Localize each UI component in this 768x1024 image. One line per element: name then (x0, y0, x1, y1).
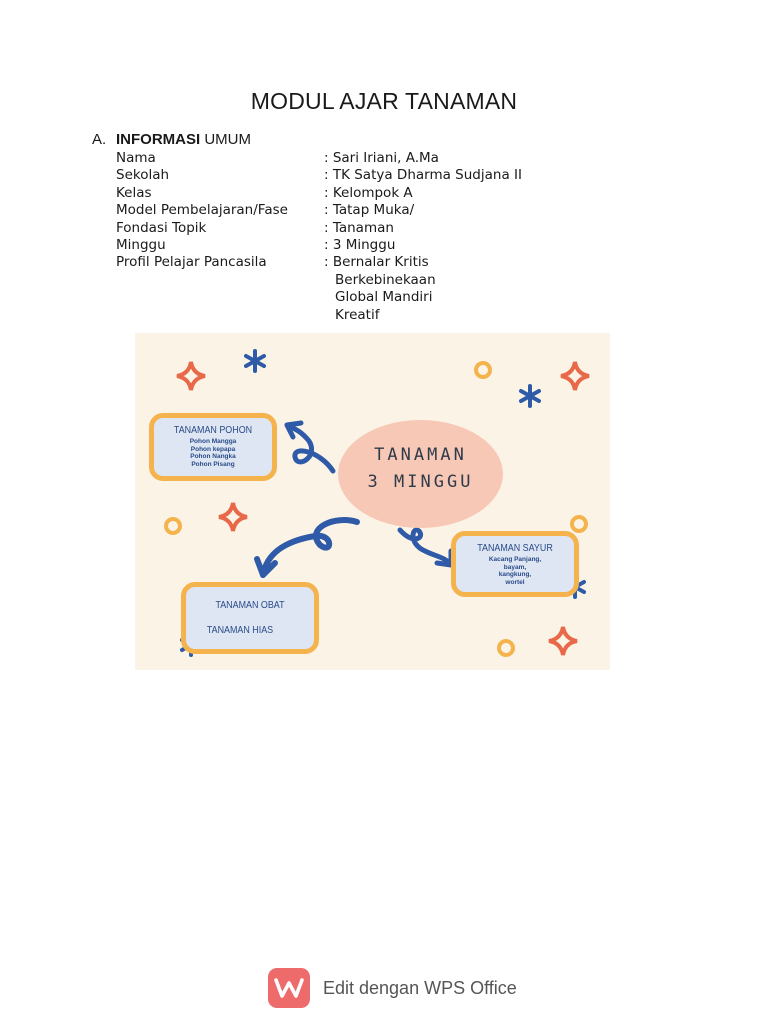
box-item: Pohon kepapa (190, 445, 236, 453)
sparkle-icon (218, 502, 248, 532)
profil-continued: Kreatif (335, 306, 380, 323)
central-topic-bubble: TANAMAN 3 MINGGU (338, 420, 503, 528)
box-tanaman-sayur: TANAMAN SAYUR Kacang Panjang, bayam, kan… (451, 531, 579, 597)
box-item: Pohon Pisang (191, 460, 235, 468)
info-label: Sekolah (116, 167, 170, 184)
section-heading: A. INFORMASI UMUM (92, 131, 251, 148)
info-label: Nama (116, 150, 156, 166)
wps-logo-icon (268, 968, 310, 1008)
sparkle-icon (548, 626, 578, 656)
info-value: : Tanaman (324, 219, 394, 236)
wps-edit-banner[interactable]: Edit dengan WPS Office (268, 968, 517, 1008)
profil-continued: Global Mandiri (335, 289, 433, 306)
arrow-to-pohon-icon (284, 420, 336, 474)
ring-icon (474, 361, 492, 379)
info-value: : Sari Iriani, A.Ma (324, 150, 439, 166)
info-label: Kelas (116, 184, 152, 201)
box-item: kangkung, (498, 571, 532, 578)
info-value: : Bernalar Kritis (324, 254, 429, 271)
box-title: TANAMAN SAYUR (477, 542, 553, 554)
asterisk-icon (244, 349, 266, 373)
box-tanaman-obat-hias: TANAMAN OBAT TANAMAN HIAS (181, 582, 319, 654)
central-topic-line: TANAMAN (374, 445, 467, 465)
box-title: TANAMAN POHON (173, 424, 253, 436)
profil-continued: Berkebinekaan (335, 271, 436, 288)
info-label: Minggu (116, 237, 166, 254)
section-letter: A. (92, 131, 107, 148)
info-label: Fondasi Topik (116, 219, 207, 236)
ring-icon (497, 639, 515, 657)
info-label: Model Pembelajaran/Fase (116, 202, 288, 219)
info-table: Nama : Sari Iriani, A.Ma Sekolah : TK Saty… (116, 150, 522, 324)
box-tanaman-pohon: TANAMAN POHON Pohon Mangga Pohon kepapa … (149, 413, 277, 481)
info-row: Kelas : Kelompok A (116, 185, 522, 202)
box-item: Pohon Nangka (190, 453, 236, 460)
asterisk-icon (519, 384, 541, 408)
central-topic-line: 3 MINGGU (367, 472, 474, 492)
box-title: TANAMAN OBAT (215, 599, 285, 611)
info-value: : 3 Minggu (324, 237, 396, 254)
mindmap-image: TANAMAN 3 MINGGU TANAMAN POHON Pohon Man… (135, 333, 610, 670)
section-heading-bold: INFORMASI (116, 131, 201, 148)
box-item: Kacang Panjang, (488, 556, 542, 563)
sparkle-icon (176, 361, 206, 391)
arrow-to-sayur-icon (397, 527, 454, 568)
info-row: Nama : Sari Iriani, A.Ma (116, 150, 522, 167)
info-value: : TK Satya Dharma Sudjana II (324, 167, 522, 184)
ring-icon (570, 515, 588, 533)
info-row: Fondasi Topik : Tanaman (116, 220, 522, 237)
sparkle-icon (560, 361, 590, 391)
page-title: MODUL AJAR TANAMAN (250, 88, 518, 114)
info-row: Sekolah : TK Satya Dharma Sudjana II (116, 167, 522, 184)
info-label: Profil Pelajar Pancasila (116, 254, 267, 271)
info-value: : Kelompok A (324, 184, 413, 201)
box-title: TANAMAN HIAS (206, 624, 274, 636)
box-item: Pohon Mangga (189, 438, 237, 445)
ring-icon (164, 517, 182, 535)
info-value: : Tatap Muka/ (324, 202, 415, 219)
arrow-to-obat-icon (254, 517, 360, 578)
info-row: Model Pembelajaran/Fase : Tatap Muka/ (116, 202, 522, 219)
info-row: Profil Pelajar Pancasila : Bernalar Kriti… (116, 254, 522, 271)
box-item: wortel (505, 578, 525, 586)
info-row: Minggu : 3 Minggu (116, 237, 522, 254)
wps-edit-text: Edit dengan WPS Office (323, 977, 517, 998)
section-heading-rest: UMUM (200, 131, 251, 148)
box-item: bayam, (503, 563, 527, 571)
